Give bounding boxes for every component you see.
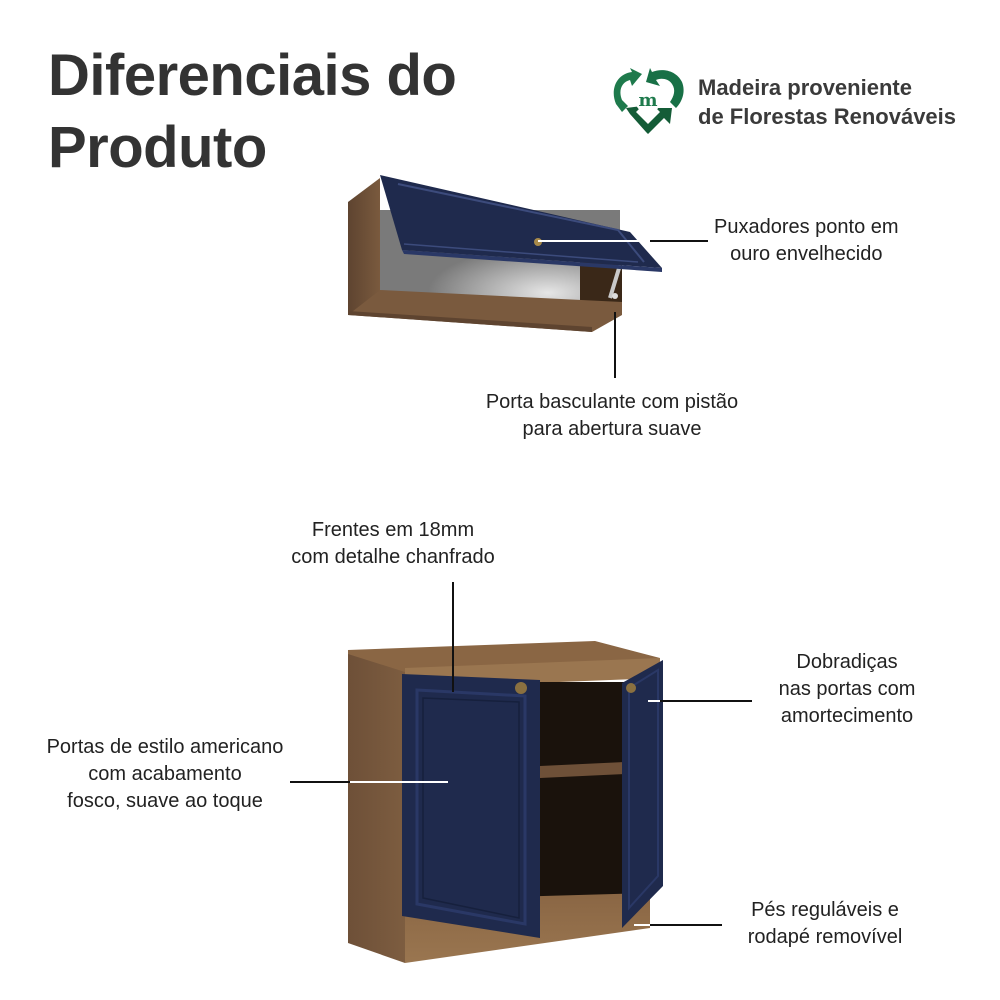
callout-hinges: Dobradiças nas portas com amortecimento xyxy=(778,651,916,727)
page-title: Diferenciais do Produto xyxy=(48,40,457,184)
leader-line-fronts xyxy=(452,582,454,692)
recycle-heart-m-icon: m xyxy=(613,68,684,134)
lower-cabinet-illustration xyxy=(348,641,663,963)
leader-line-handles xyxy=(650,240,708,242)
leader-line-doors-inner xyxy=(350,781,448,783)
leader-line-doors xyxy=(290,781,350,783)
badge-line-1: Madeira proveniente xyxy=(698,75,912,100)
callout-flap-door: Porta basculante com pistão para abertur… xyxy=(485,391,739,440)
leader-line-feet-inner xyxy=(634,924,650,926)
callout-handles: Puxadores ponto em ouro envelhecido xyxy=(714,216,899,265)
svg-text:m: m xyxy=(638,90,657,111)
title-line-2: Produto xyxy=(48,115,267,180)
leader-line-flap xyxy=(614,312,616,378)
leader-line-hinges-inner xyxy=(648,700,660,702)
callout-feet: Pés reguláveis e rodapé removível xyxy=(747,899,903,948)
renewable-wood-badge: m Madeira proveniente de Florestas Renov… xyxy=(608,66,956,138)
title-line-1: Diferenciais do xyxy=(48,43,457,108)
leader-line-feet xyxy=(650,924,722,926)
leader-line-handles-inner xyxy=(538,240,650,242)
callout-doors: Portas de estilo americano com acabament… xyxy=(46,736,284,812)
upper-cabinet-illustration xyxy=(348,175,662,332)
badge-line-2: de Florestas Renováveis xyxy=(698,104,957,129)
callout-fronts: Frentes em 18mm com detalhe chanfrado xyxy=(291,519,495,568)
leader-line-hinges xyxy=(660,700,752,702)
